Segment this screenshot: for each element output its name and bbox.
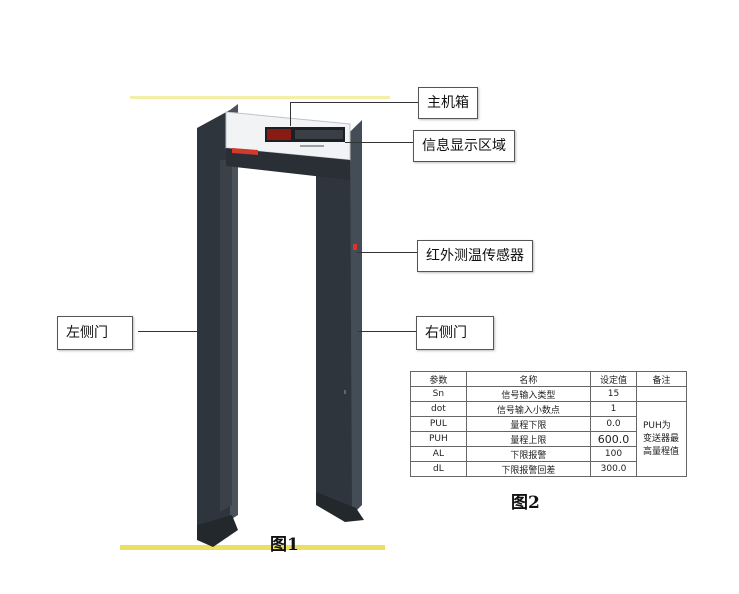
table-cell: 100: [590, 446, 637, 462]
left-pillar-inner: [220, 160, 232, 512]
main-box-bottom: [226, 148, 350, 180]
table-header-row: 参数 名称 设定值 备注: [410, 371, 688, 387]
table-cell: dot: [410, 401, 467, 417]
table-cell: 量程下限: [465, 416, 592, 432]
leader-main-box-h: [290, 102, 418, 103]
label-right-door: 右侧门: [416, 316, 494, 350]
right-pillar-mark: [344, 390, 346, 394]
table-row: AL 下限报警 100: [410, 446, 687, 462]
table-cell: 0.0: [590, 416, 637, 432]
display-caption: [300, 145, 324, 147]
right-pillar-foot: [316, 492, 364, 522]
left-pillar-foot: [197, 515, 238, 547]
right-pillar: [316, 124, 358, 515]
table-note-cell: PUH为变送器最高量程值: [635, 401, 688, 477]
table-cell: 信号输入类型: [465, 386, 592, 402]
display-red-digits: [267, 129, 291, 140]
table-cell: 600.0: [590, 431, 637, 447]
table-cell: 15: [590, 386, 637, 402]
parameter-table-wrap: 参数 名称 设定值 备注 Sn 信号输入类型 15 dot 信号输入小数点 1 …: [410, 371, 688, 477]
figure1-caption: 图1: [270, 535, 299, 555]
label-display-area: 信息显示区域: [413, 130, 515, 162]
red-strip: [232, 148, 258, 155]
table-row: dot 信号输入小数点 1 PUH为变送器最高量程值: [410, 401, 688, 477]
label-left-door: 左侧门: [57, 316, 133, 350]
table-cell: 300.0: [590, 461, 637, 477]
table-cell: AL: [410, 446, 467, 462]
table-note: PUH为变送器最高量程值: [642, 420, 679, 457]
parameter-table: 参数 名称 设定值 备注 Sn 信号输入类型 15 dot 信号输入小数点 1 …: [410, 371, 688, 477]
table-cell: Sn: [410, 386, 467, 402]
table-cell: 信号输入小数点: [465, 401, 592, 417]
table-row: dL 下限报警回差 300.0: [410, 461, 687, 477]
table-row: PUL 量程下限 0.0: [410, 416, 687, 432]
ceiling-line: [130, 96, 390, 99]
leader-display: [345, 142, 413, 143]
table-cell: dL: [410, 461, 467, 477]
leader-main-box-v: [290, 102, 291, 126]
table-cell: PUL: [410, 416, 467, 432]
table-cell: 1: [590, 401, 637, 417]
leader-right-door: [358, 331, 416, 332]
table-cell: 下限报警回差: [465, 461, 592, 477]
leader-ir-sensor: [357, 252, 417, 253]
label-main-box: 主机箱: [418, 87, 478, 119]
display-segments: [295, 130, 343, 139]
table-cell: 下限报警: [465, 446, 592, 462]
right-pillar-side: [350, 120, 362, 515]
table-cell: PUH: [410, 431, 467, 447]
leader-left-door: [138, 331, 214, 332]
table-row: Sn 信号输入类型 15: [410, 386, 688, 402]
label-ir-sensor: 红外测温传感器: [417, 240, 533, 272]
table-cell-empty: [635, 386, 688, 402]
table-row: PUH 量程上限 600.0: [410, 431, 687, 447]
table-header-cell: 备注: [635, 371, 688, 387]
ir-sensor-dot: [353, 244, 357, 250]
table-cell: 量程上限: [465, 431, 592, 447]
table-header-cell: 参数: [410, 371, 467, 387]
table-header-cell: 设定值: [590, 371, 637, 387]
table-header-cell: 名称: [465, 371, 592, 387]
figure2-caption: 图2: [511, 493, 540, 513]
floor-line: [120, 545, 385, 550]
